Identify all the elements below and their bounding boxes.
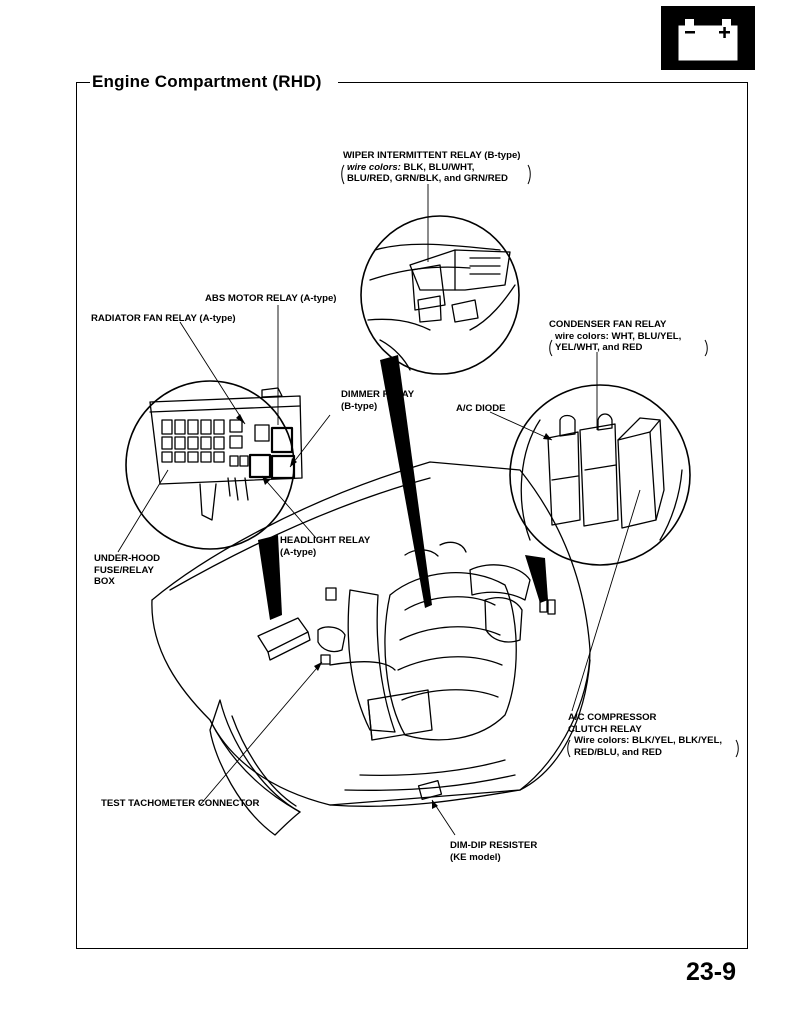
wiper-relay-detail-circle [360,215,520,375]
car-hood-outline [151,461,591,806]
fuse-row [161,419,249,467]
section-badge [661,6,755,70]
condenser-relay-body [579,423,619,527]
battery-icon [678,19,738,61]
headlight-relay-label: HEADLIGHT RELAY (A-type) [280,535,371,558]
coolant-reservoir [484,597,523,643]
page-title: Engine Compartment (RHD) [92,72,322,91]
radiator-relay-label: RADIATOR FAN RELAY (A-type) [91,313,236,324]
car-bumper [329,789,521,807]
headlight-relay-in-box [248,453,272,479]
car-windshield-edge [169,477,431,591]
condenser-relay-pointer [525,555,548,603]
tacho-connector-label: TEST TACHOMETER CONNECTOR [101,798,260,809]
frame-top-left [76,82,90,83]
radiator-relay-in-box [270,426,294,454]
fuse-box-label: UNDER-HOOD FUSE/RELAY BOX [94,553,161,588]
dimdip-resister-on-car [417,780,443,800]
intake-duct [347,589,396,733]
fuse-box-leader [117,469,169,553]
radiator-tank [469,564,531,601]
wiper-relay-body [409,249,511,291]
condenser-relay-detail-circle [509,384,691,566]
radiator-relay-leader [179,321,246,425]
headlight-relay-leader [261,475,317,539]
front-wheel [209,699,301,836]
brake-master [317,626,346,653]
abs-relay-label: ABS MOTOR RELAY (A-type) [205,293,337,304]
dimmer-relay-label: DIMMER RELAY (B-type) [341,389,415,412]
diagram-frame [76,82,748,949]
abs-relay-in-box [254,424,270,442]
ac-diode-body [547,431,581,526]
headlight-relay-on-car [325,587,337,601]
dimmer-relay-leader [289,414,331,468]
wiper-relay-label: WIPER INTERMITTENT RELAY (B-type) wire c… [343,150,521,185]
ac-compressor-relay-body [617,431,657,529]
ac-diode-label: A/C DIODE [456,403,506,414]
frame-top-right [338,82,747,83]
car-front-fender [519,659,591,791]
fuse-box-pointer [258,535,282,620]
condenser-relay-label: CONDENSER FAN RELAY wire colors: WHT, BL… [549,319,682,354]
ac-compressor-leader [571,489,641,712]
ac-diode-leader [489,411,553,441]
ac-compressor-relay-label: A/C COMPRESSOR CLUTCH RELAY Wire colors:… [568,712,723,758]
dimmer-relay-in-box [270,454,296,480]
fuse-box-detail-circle [125,380,295,550]
car-side-panel [151,599,301,813]
dimdip-resister-label: DIM-DIP RESISTER (KE model) [450,840,538,863]
fuse-box-location [257,617,309,653]
fuse-box-body [149,395,303,485]
battery-box [367,689,433,741]
tacho-leader [199,661,323,806]
tacho-connector-on-car [320,654,331,665]
page-number: 23-9 [686,958,737,986]
wiper-relay-pointer [380,355,432,608]
